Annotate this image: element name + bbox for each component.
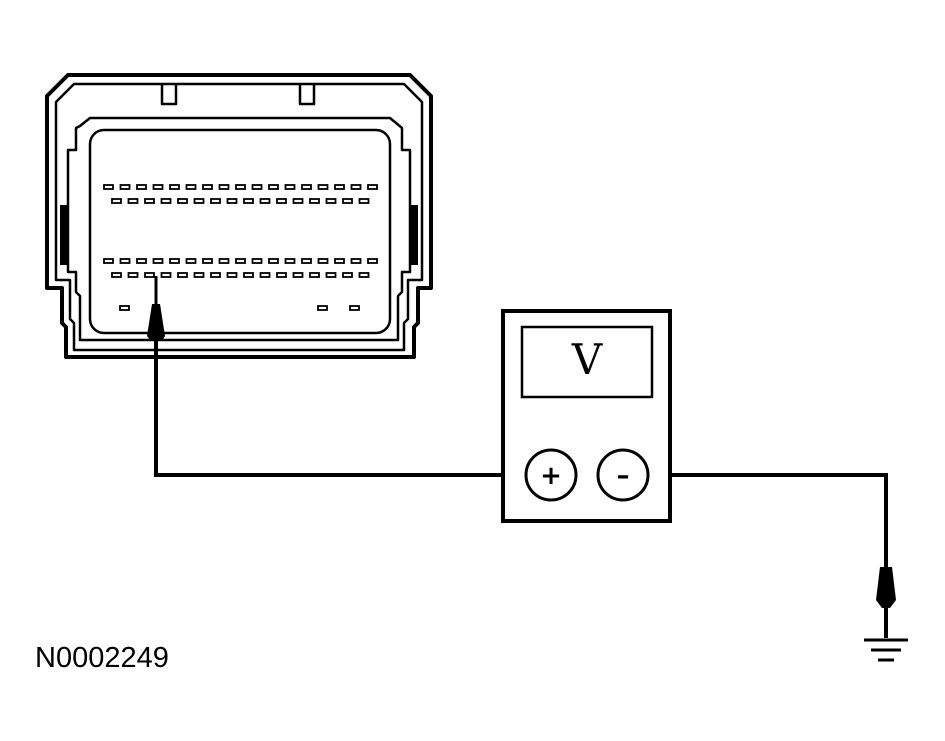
pin-cavity <box>268 184 279 190</box>
pin-cavity <box>358 198 370 204</box>
pin-cavity <box>259 272 271 278</box>
pin-cavity <box>334 184 345 190</box>
pin-cavity <box>309 272 320 278</box>
pin-cavity <box>169 258 180 264</box>
pin-cavity <box>276 198 287 204</box>
positive-terminal-label: + <box>540 461 562 491</box>
pin-cavity <box>152 184 164 190</box>
pin-cavity <box>317 258 329 264</box>
positive-terminal <box>524 448 578 502</box>
pin-cavity <box>136 184 147 190</box>
connector-outer-shell <box>45 73 433 359</box>
pin-cavity <box>193 198 205 204</box>
pin-cavity <box>119 184 131 190</box>
pin-cavity <box>160 272 172 278</box>
pin-cavity <box>334 258 345 264</box>
pin-cavity <box>259 198 271 204</box>
ground-probe-body <box>876 567 896 608</box>
pin-cavity <box>284 184 296 190</box>
connector-probe <box>147 276 165 341</box>
pin-cavity <box>202 258 213 264</box>
pin-cavity <box>301 258 312 264</box>
pin-cavity <box>160 198 172 204</box>
test-leads <box>154 341 888 567</box>
pin-cavity <box>309 198 320 204</box>
pin-cavity <box>185 258 197 264</box>
pin-cavity <box>103 184 114 190</box>
pin-cavity <box>226 198 238 204</box>
multimeter-display <box>520 325 654 399</box>
pin-cavity <box>127 198 139 204</box>
pin-cavity <box>218 258 230 264</box>
pin-cavity <box>177 198 188 204</box>
figure-id: N0002249 <box>35 642 169 674</box>
pin-cavity <box>342 272 353 278</box>
pin-cavity <box>218 184 230 190</box>
pin-cavity <box>268 258 279 264</box>
multimeter-display-symbol: V <box>571 335 603 384</box>
pin-cavity <box>358 272 370 278</box>
positive-lead-wire <box>154 341 527 477</box>
pin-cavity <box>119 305 130 311</box>
pin-cavity <box>251 184 263 190</box>
negative-terminal <box>596 448 650 502</box>
pin-cavity <box>169 184 180 190</box>
pin-cavity <box>144 272 155 278</box>
pin-cavity <box>177 272 188 278</box>
connector-inner-rim <box>54 82 424 352</box>
pin-cavity <box>193 272 205 278</box>
connector-latch-right <box>298 84 316 106</box>
multimeter: V + – <box>501 309 672 523</box>
pin-cavity <box>367 258 378 264</box>
connector-pin-face <box>88 128 392 335</box>
pin-cavity <box>367 184 378 190</box>
probe-tip <box>147 304 165 341</box>
connector-lock-tab-left <box>60 205 68 265</box>
pin-cavity <box>136 258 147 264</box>
pin-cavity <box>284 258 296 264</box>
pin-cavity <box>226 272 238 278</box>
pin-cavity <box>350 258 362 264</box>
pin-cavity <box>235 184 246 190</box>
pin-cavity <box>350 184 362 190</box>
pin-cavity <box>301 184 312 190</box>
pin-cavity <box>292 198 304 204</box>
pin-cavity <box>210 198 221 204</box>
pin-cavity <box>243 272 254 278</box>
pin-cavity <box>325 272 337 278</box>
pin-cavity <box>144 198 155 204</box>
connector-pin-cavities <box>103 184 378 311</box>
connector-body-frame <box>66 116 412 342</box>
pin-cavity <box>210 272 221 278</box>
pin-cavity <box>111 198 122 204</box>
pin-cavity <box>111 272 122 278</box>
negative-lead-wire <box>648 473 888 567</box>
pin-cavity <box>325 198 337 204</box>
pin-cavity <box>292 272 304 278</box>
negative-terminal-label: – <box>617 461 630 491</box>
connector-lock-tab-right <box>410 205 418 265</box>
ground-probe <box>876 567 896 638</box>
pin-cavity <box>127 272 139 278</box>
pin-cavity <box>152 258 164 264</box>
pin-cavity <box>251 258 263 264</box>
pin-cavity <box>317 184 329 190</box>
pin-cavity <box>276 272 287 278</box>
pin-cavity <box>202 184 213 190</box>
pin-cavity <box>119 258 131 264</box>
pin-cavity <box>243 198 254 204</box>
pin-cavity <box>342 198 353 204</box>
pin-cavity <box>317 305 328 311</box>
connector-latch-left <box>160 84 178 106</box>
pin-cavity <box>185 184 197 190</box>
pin-cavity <box>235 258 246 264</box>
pin-cavity <box>103 258 114 264</box>
ground-icon <box>864 638 908 662</box>
pin-cavity <box>349 305 360 311</box>
connector <box>45 73 433 359</box>
